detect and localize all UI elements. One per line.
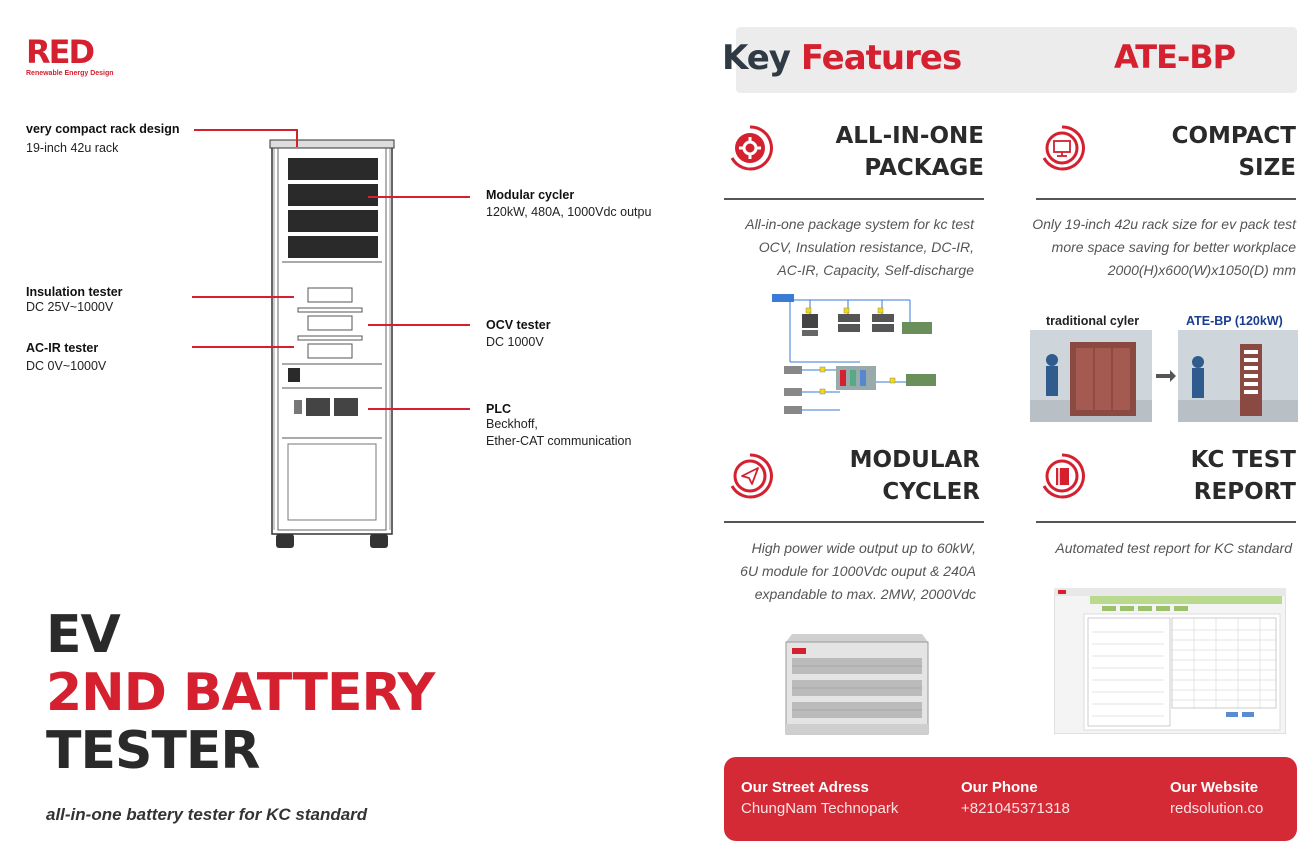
- callout-acir-sub: DC 0V~1000V: [26, 359, 107, 373]
- key-features-title-a: Key: [722, 38, 791, 78]
- hero-line-1: EV: [46, 605, 121, 665]
- footer-website-link[interactable]: redsolution.co: [1170, 800, 1264, 817]
- callout-insulation: Insulation tester DC 25V~1000V: [26, 285, 123, 316]
- callout-line-rack: [194, 129, 296, 131]
- footer-website: Our Website redsolution.co: [1170, 779, 1263, 817]
- footer-phone-value[interactable]: +821045371318: [961, 800, 1070, 817]
- feature-3-desc-2: 6U module for 1000Vdc ouput & 240A: [740, 563, 976, 579]
- callout-ocv-sub: DC 1000V: [486, 335, 544, 349]
- contact-footer: Our Street Adress ChungNam Technopark Ou…: [724, 757, 1297, 841]
- feature-2-heading: COMPACT SIZE: [1172, 120, 1296, 184]
- callout-rack-sub: 19-inch 42u rack: [26, 141, 119, 155]
- feature-2-desc-3: 2000(H)x600(W)x1050(D) mm: [1107, 262, 1296, 278]
- feature-3-desc: High power wide output up to 60kW, 6U mo…: [740, 537, 976, 606]
- feature-3-desc-1: High power wide output up to 60kW,: [751, 540, 976, 556]
- rack-illustration: [269, 139, 395, 548]
- footer-address-value: ChungNam Technopark: [741, 800, 899, 817]
- callout-plc-sub2: Ether-CAT communication: [486, 434, 632, 448]
- send-icon: [730, 453, 773, 499]
- feature-4-head-2: REPORT: [1193, 479, 1296, 505]
- feature-4-desc: Automated test report for KC standard: [1055, 537, 1292, 560]
- feature-1-desc: All-in-one package system for kc test OC…: [745, 213, 974, 282]
- feature-2-desc-1: Only 19-inch 42u rack size for ev pack t…: [1032, 216, 1296, 232]
- company-logo: RED Renewable Energy Design: [26, 36, 136, 80]
- callout-plc-sub1: Beckhoff,: [486, 417, 538, 431]
- callout-line-insulation: [192, 296, 294, 298]
- callout-line-ocv: [368, 324, 470, 326]
- feature-4-head-1: KC TEST: [1190, 447, 1296, 473]
- callout-plc-title: PLC: [486, 402, 511, 416]
- callout-insulation-title: Insulation tester: [26, 285, 123, 299]
- callout-line-acir: [192, 346, 294, 348]
- feature-1-heading: ALL-IN-ONE PACKAGE: [835, 120, 984, 184]
- feature-1-desc-2: OCV, Insulation resistance, DC-IR,: [758, 239, 974, 255]
- feature-3-head-1: MODULAR: [849, 447, 980, 473]
- feature-1-desc-1: All-in-one package system for kc test: [745, 216, 974, 232]
- feature-2-divider: [1036, 198, 1296, 200]
- feature-3-desc-3: expandable to max. 2MW, 2000Vdc: [754, 586, 976, 602]
- cycler-module-image: [785, 634, 929, 735]
- hero-title: EV 2ND BATTERY TESTER: [46, 605, 435, 781]
- callout-cycler: Modular cycler 120kW, 480A, 1000Vdc outp…: [486, 188, 660, 221]
- key-features-title: Key Features: [722, 38, 962, 78]
- footer-phone: Our Phone +821045371318: [961, 779, 1070, 817]
- logo-letters: RED: [26, 33, 95, 71]
- feature-3-heading: MODULAR CYCLER: [850, 444, 980, 508]
- feature-3-divider: [724, 521, 984, 523]
- compare-left-label: traditional cyler: [1046, 314, 1140, 328]
- footer-phone-label: Our Phone: [961, 779, 1038, 796]
- test-report-screenshot: [1054, 588, 1286, 734]
- compare-right-label: ATE-BP (120kW): [1186, 314, 1283, 328]
- size-comparison-illustration: [1030, 330, 1298, 422]
- feature-1-head-2: PACKAGE: [864, 155, 984, 181]
- key-features-title-b: Features: [800, 38, 962, 78]
- callout-ocv-title: OCV tester: [486, 318, 551, 332]
- footer-website-label: Our Website: [1170, 779, 1259, 796]
- model-name: ATE-BP: [1114, 38, 1236, 76]
- feature-1-divider: [724, 198, 984, 200]
- callout-insulation-sub: DC 25V~1000V: [26, 300, 114, 314]
- callout-line-plc: [368, 408, 470, 410]
- feature-4-divider: [1036, 521, 1296, 523]
- callout-ocv: OCV tester DC 1000V: [486, 318, 551, 351]
- feature-2-head-1: COMPACT: [1171, 123, 1296, 149]
- feature-1-desc-3: AC-IR, Capacity, Self-discharge: [777, 262, 974, 278]
- feature-4-desc-1: Automated test report for KC standard: [1055, 540, 1292, 556]
- feature-2-desc: Only 19-inch 42u rack size for ev pack t…: [1032, 213, 1296, 282]
- callout-plc: PLC Beckhoff, Ether-CAT communication: [486, 402, 631, 450]
- gear-icon: [730, 125, 773, 171]
- callout-line-rack-v: [296, 129, 298, 147]
- callout-rack: very compact rack design 19-inch 42u rac…: [26, 122, 180, 157]
- footer-address: Our Street Adress ChungNam Technopark: [741, 779, 898, 817]
- callout-acir-title: AC-IR tester: [26, 341, 99, 355]
- callout-cycler-sub: 120kW, 480A, 1000Vdc outpu: [486, 205, 652, 219]
- feature-4-heading: KC TEST REPORT: [1191, 444, 1296, 508]
- callout-rack-title: very compact rack design: [26, 122, 180, 136]
- key-features-header-bar: [736, 27, 1297, 93]
- feature-2-head-2: SIZE: [1238, 155, 1296, 181]
- callout-acir: AC-IR tester DC 0V~1000V: [26, 341, 106, 375]
- callout-cycler-title: Modular cycler: [486, 188, 575, 202]
- system-diagram: [772, 294, 936, 414]
- callout-line-cycler: [368, 196, 470, 198]
- logo-subtitle: Renewable Energy Design: [26, 70, 114, 77]
- hero-line-2: 2ND BATTERY: [46, 663, 435, 723]
- footer-address-label: Our Street Adress: [741, 779, 869, 796]
- feature-3-head-2: CYCLER: [882, 479, 980, 505]
- hero-line-3: TESTER: [46, 721, 260, 781]
- feature-2-desc-2: more space saving for better workplace: [1051, 239, 1296, 255]
- feature-1-head-1: ALL-IN-ONE: [835, 123, 984, 149]
- computer-icon: [1042, 125, 1085, 171]
- hero-tagline: all-in-one battery tester for KC standar…: [46, 805, 368, 824]
- report-book-icon: [1042, 453, 1085, 499]
